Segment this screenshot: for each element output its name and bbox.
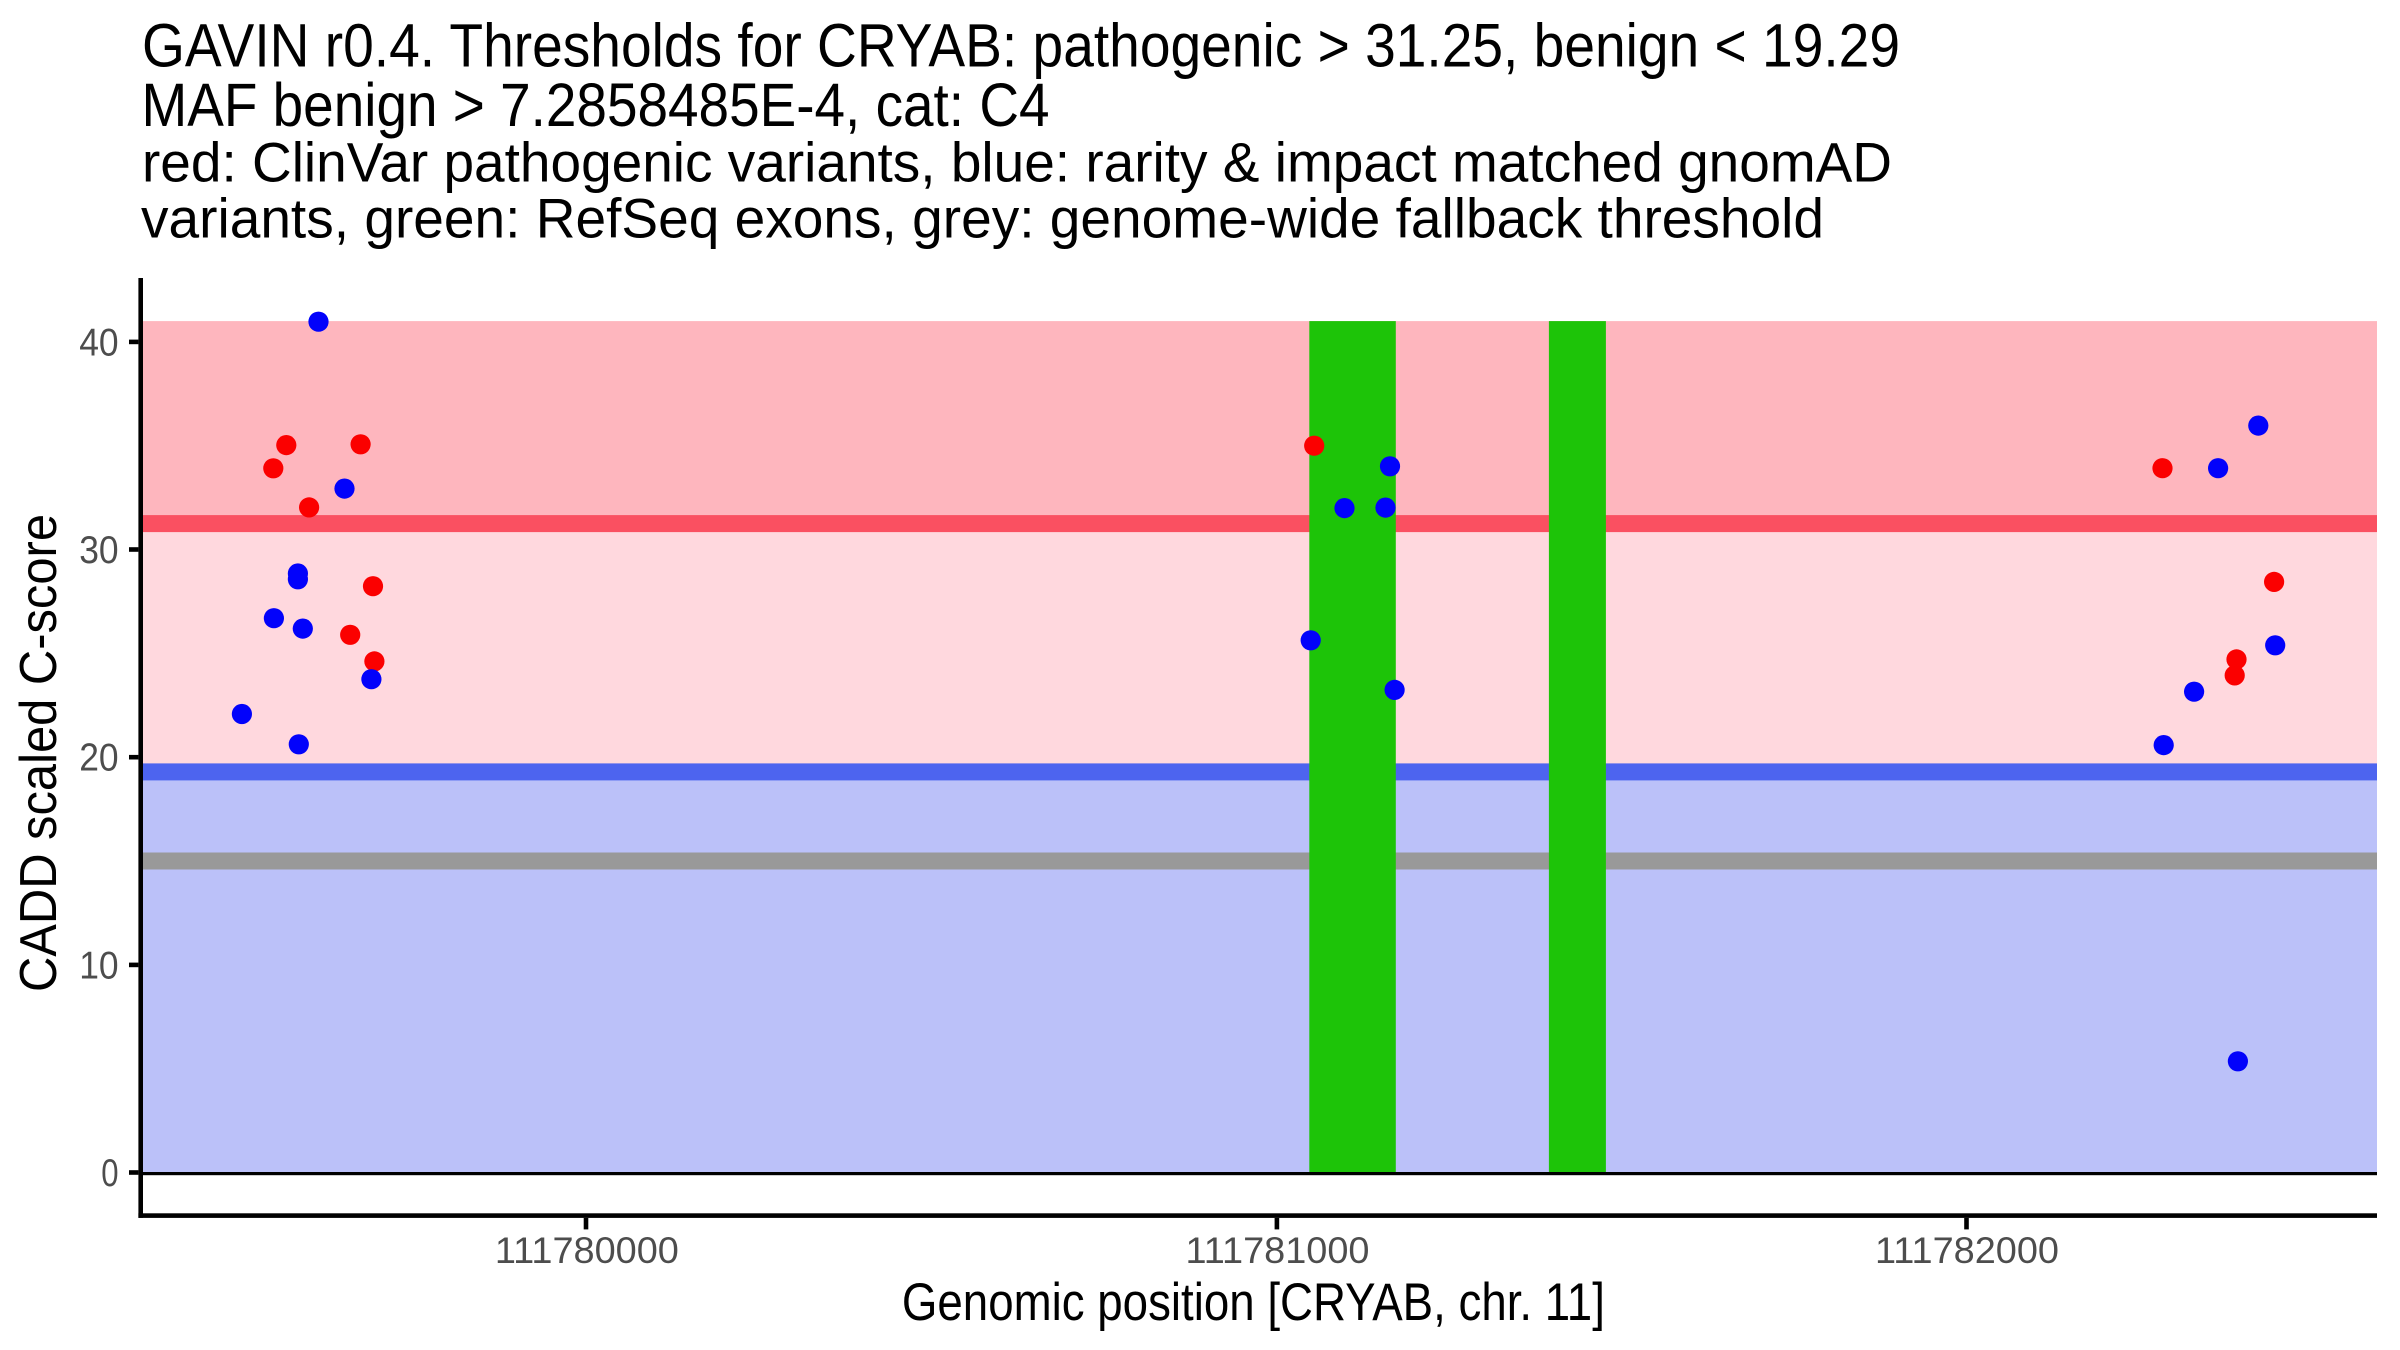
svg-text:CADD scaled C-score: CADD scaled C-score xyxy=(9,514,67,992)
svg-text:111780000: 111780000 xyxy=(495,1230,679,1271)
svg-text:red: ClinVar pathogenic varian: red: ClinVar pathogenic variants, blue: … xyxy=(142,132,1892,194)
svg-text:GAVIN r0.4. Thresholds for CRY: GAVIN r0.4. Thresholds for CRYAB: pathog… xyxy=(142,11,1900,80)
svg-text:0: 0 xyxy=(101,1152,118,1195)
svg-text:20: 20 xyxy=(79,737,118,780)
svg-text:111781000: 111781000 xyxy=(1186,1230,1370,1271)
svg-text:variants, green: RefSeq exons,: variants, green: RefSeq exons, grey: gen… xyxy=(141,188,1824,250)
svg-text:Genomic position [CRYAB, chr.: Genomic position [CRYAB, chr. 11] xyxy=(902,1273,1605,1332)
svg-text:30: 30 xyxy=(79,529,118,572)
svg-text:10: 10 xyxy=(79,944,118,987)
svg-text:40: 40 xyxy=(79,321,118,364)
svg-text:MAF benign > 7.2858485E-4, cat: MAF benign > 7.2858485E-4, cat: C4 xyxy=(142,71,1050,140)
svg-text:111782000: 111782000 xyxy=(1875,1230,2059,1271)
